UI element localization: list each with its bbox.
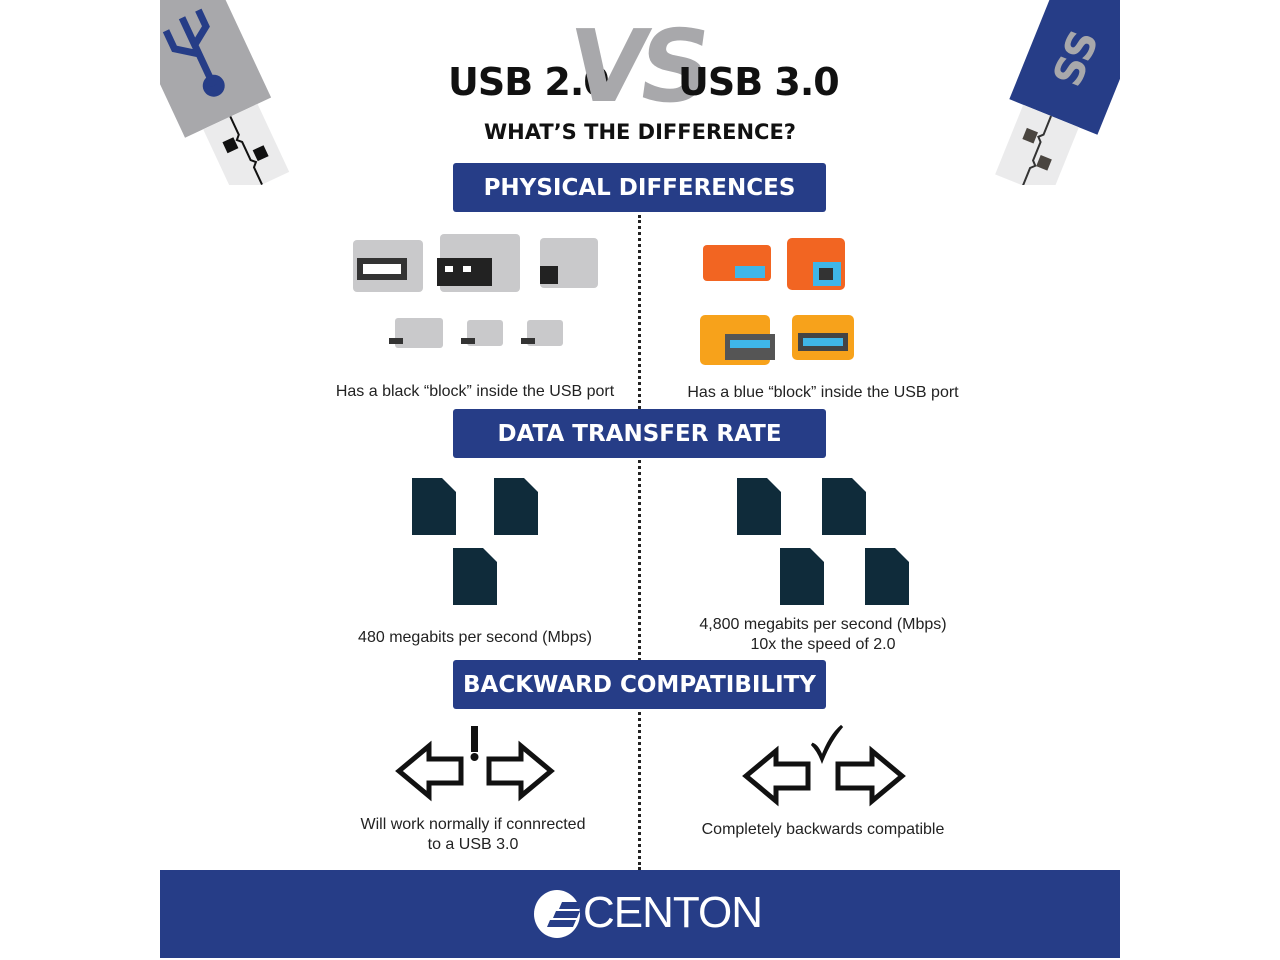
file-icon bbox=[822, 478, 866, 535]
file-icon bbox=[865, 548, 909, 605]
usb-3-physical-caption: Has a blue “block” inside the USB port bbox=[687, 384, 959, 401]
usb-2-rate-caption: 480 megabits per second (Mbps) bbox=[358, 629, 592, 646]
usb-3-title: USB 3.0 bbox=[678, 60, 840, 104]
usb-2-connectors-illustration bbox=[353, 234, 598, 348]
file-icon bbox=[412, 478, 456, 535]
centon-logo-icon bbox=[534, 890, 582, 938]
usb-2-compat-caption-line1: Will work normally if connrected bbox=[360, 816, 586, 833]
right-arrow-icon bbox=[486, 740, 555, 802]
footer-bar bbox=[160, 870, 1120, 958]
centon-brand-text: CENTON bbox=[583, 888, 763, 937]
usb-3-files-illustration bbox=[737, 478, 909, 605]
physical-differences-banner: PHYSICAL DIFFERENCES bbox=[453, 163, 826, 212]
usb-3-compat-caption: Completely backwards compatible bbox=[701, 821, 945, 838]
exclamation-icon bbox=[470, 726, 479, 761]
file-icon bbox=[453, 548, 497, 605]
usb-2-stick-illustration bbox=[160, 0, 290, 185]
left-arrow-icon bbox=[395, 740, 464, 802]
checkmark-icon bbox=[810, 724, 844, 765]
usb-2-compat-arrows bbox=[395, 726, 555, 802]
right-arrow-icon bbox=[835, 745, 906, 807]
usb-2-compat-caption-line2: to a USB 3.0 bbox=[427, 836, 519, 853]
left-arrow-icon bbox=[742, 745, 811, 807]
usb-2-physical-caption: Has a black “block” inside the USB port bbox=[335, 383, 615, 400]
usb-2-title: USB 2.0 bbox=[448, 60, 610, 104]
usb-3-rate-caption-line1: 4,800 megabits per second (Mbps) bbox=[699, 616, 947, 633]
file-icon bbox=[737, 478, 781, 535]
usb-3-stick-illustration: SS bbox=[995, 0, 1120, 185]
usb-2-files-illustration bbox=[412, 478, 538, 605]
usb-3-connectors-illustration bbox=[700, 238, 854, 365]
usb-3-compat-arrows bbox=[742, 724, 906, 807]
file-icon bbox=[780, 548, 824, 605]
data-transfer-rate-banner: DATA TRANSFER RATE bbox=[453, 409, 826, 458]
column-divider bbox=[638, 215, 641, 870]
backward-compatibility-banner: BACKWARD COMPATIBILITY bbox=[453, 660, 826, 709]
subtitle: WHAT’S THE DIFFERENCE? bbox=[484, 120, 796, 144]
file-icon bbox=[494, 478, 538, 535]
usb-3-rate-caption-line2: 10x the speed of 2.0 bbox=[750, 636, 896, 653]
